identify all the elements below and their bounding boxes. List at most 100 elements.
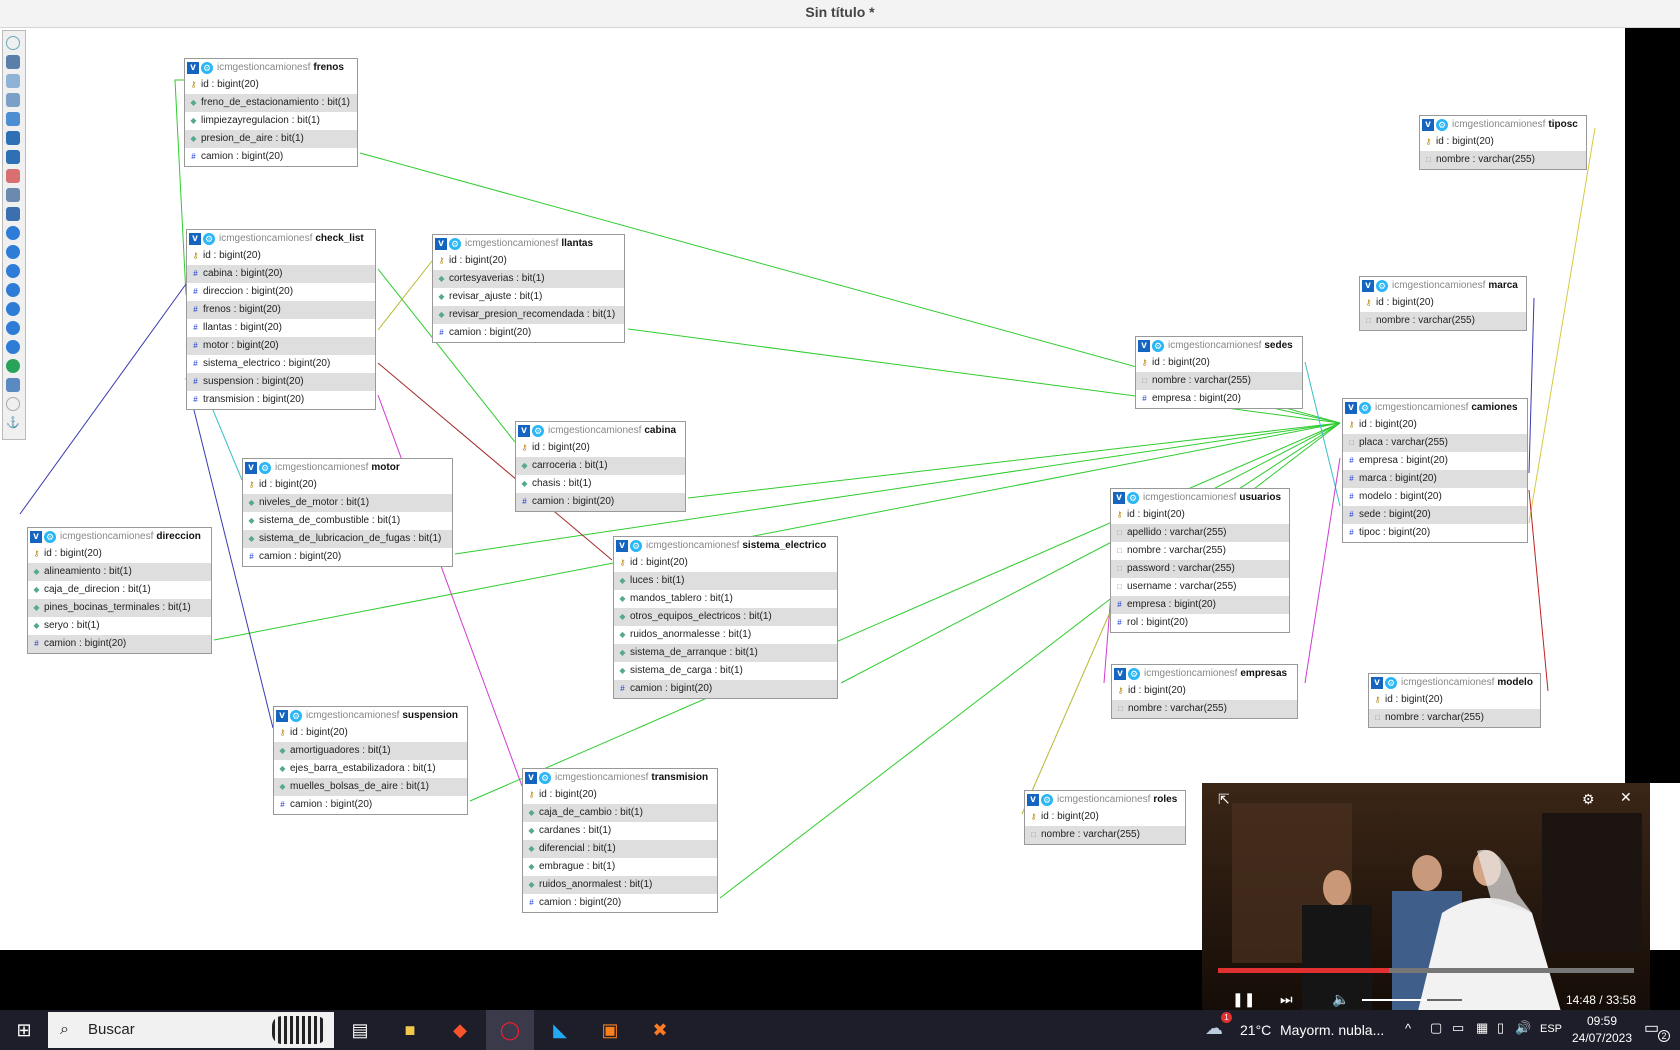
column-row[interactable]: #empresa : bigint(20) bbox=[1111, 596, 1289, 614]
refresh-icon[interactable] bbox=[6, 283, 20, 297]
options-icon[interactable]: ⚙ bbox=[1376, 279, 1388, 292]
checkbox-icon[interactable]: v bbox=[525, 771, 537, 784]
column-row[interactable]: #empresa : bigint(20) bbox=[1136, 390, 1302, 408]
table-icon[interactable] bbox=[6, 93, 20, 107]
tray-display-icon[interactable]: ▭ bbox=[1452, 1020, 1465, 1035]
checkbox-icon[interactable]: v bbox=[276, 709, 288, 722]
intellij-icon[interactable]: ▣ bbox=[601, 1020, 619, 1040]
column-row[interactable]: ⚷id : bigint(20) bbox=[1111, 506, 1289, 524]
column-row[interactable]: #modelo : bigint(20) bbox=[1343, 488, 1527, 506]
checkbox-icon[interactable]: v bbox=[1362, 279, 1374, 292]
battery-icon[interactable]: ▯ bbox=[1497, 1020, 1505, 1035]
column-row[interactable]: #direccion : bigint(20) bbox=[187, 283, 375, 301]
checkbox-icon[interactable]: v bbox=[1113, 491, 1125, 504]
arrow-icon[interactable] bbox=[6, 321, 20, 335]
grid-icon[interactable] bbox=[6, 74, 20, 88]
list-icon[interactable] bbox=[6, 188, 20, 202]
column-row[interactable]: ◆mandos_tablero : bit(1) bbox=[614, 590, 837, 608]
column-row[interactable]: □nombre : varchar(255) bbox=[1369, 709, 1540, 727]
weather-icon[interactable]: ☁ bbox=[1205, 1018, 1223, 1038]
options-icon[interactable]: ⚙ bbox=[539, 771, 551, 784]
column-row[interactable]: #camion : bigint(20) bbox=[185, 148, 357, 166]
checkbox-icon[interactable]: v bbox=[245, 461, 257, 474]
clock-time[interactable]: 09:59 bbox=[1586, 1014, 1618, 1028]
opera-icon[interactable]: ◯ bbox=[486, 1010, 534, 1050]
column-row[interactable]: ⚷id : bigint(20) bbox=[433, 252, 624, 270]
column-row[interactable]: ◆seryo : bit(1) bbox=[28, 617, 211, 635]
options-icon[interactable]: ⚙ bbox=[1359, 401, 1371, 414]
column-row[interactable]: ⚷id : bigint(20) bbox=[1136, 354, 1302, 372]
column-row[interactable]: □apellido : varchar(255) bbox=[1111, 524, 1289, 542]
network-icon[interactable]: ▦ bbox=[1476, 1020, 1489, 1035]
globe-icon[interactable] bbox=[6, 340, 20, 354]
column-row[interactable]: ⚷id : bigint(20) bbox=[1343, 416, 1527, 434]
column-row[interactable]: □nombre : varchar(255) bbox=[1420, 151, 1586, 169]
column-row[interactable]: ⚷id : bigint(20) bbox=[274, 724, 467, 742]
music-icon[interactable] bbox=[6, 207, 20, 221]
column-row[interactable]: ◆ruidos_anormalesse : bit(1) bbox=[614, 626, 837, 644]
video-progress-track[interactable] bbox=[1218, 968, 1634, 973]
options-icon[interactable]: ⚙ bbox=[532, 424, 544, 437]
column-row[interactable]: ⚷id : bigint(20) bbox=[1025, 808, 1185, 826]
disabled-icon[interactable] bbox=[6, 397, 20, 411]
options-icon[interactable]: ⚙ bbox=[259, 461, 271, 474]
options-icon[interactable]: ⚙ bbox=[1041, 793, 1053, 806]
language-indicator[interactable]: ESP bbox=[1540, 1023, 1563, 1035]
column-row[interactable]: ◆sistema_de_arranque : bit(1) bbox=[614, 644, 837, 662]
video-player[interactable]: ⇱ ⚙ ✕ ❚❚ ⏭ 🔈 14:48 / 33:58 bbox=[1202, 783, 1650, 1015]
notification-icon[interactable]: ▭ bbox=[1644, 1020, 1660, 1037]
options-icon[interactable]: ⚙ bbox=[1152, 339, 1164, 352]
options-icon[interactable]: ⚙ bbox=[290, 709, 302, 722]
column-row[interactable]: ◆sistema_de_carga : bit(1) bbox=[614, 662, 837, 680]
volume-slider[interactable] bbox=[1362, 999, 1462, 1001]
column-row[interactable]: #camion : bigint(20) bbox=[516, 493, 685, 511]
column-row[interactable]: #camion : bigint(20) bbox=[614, 680, 837, 698]
column-row[interactable]: #camion : bigint(20) bbox=[243, 548, 452, 566]
column-row[interactable]: #frenos : bigint(20) bbox=[187, 301, 375, 319]
column-row[interactable]: ⚷id : bigint(20) bbox=[516, 439, 685, 457]
checkbox-icon[interactable]: v bbox=[518, 424, 530, 437]
column-row[interactable]: #sede : bigint(20) bbox=[1343, 506, 1527, 524]
checkbox-icon[interactable]: v bbox=[1114, 667, 1126, 680]
column-row[interactable]: ◆cardanes : bit(1) bbox=[523, 822, 717, 840]
options-icon[interactable]: ⚙ bbox=[630, 539, 642, 552]
checkbox-icon[interactable]: v bbox=[616, 539, 628, 552]
column-row[interactable]: ◆alineamiento : bit(1) bbox=[28, 563, 211, 581]
volume-icon[interactable]: 🔈 bbox=[1332, 991, 1350, 1007]
column-row[interactable]: ◆sistema_de_combustible : bit(1) bbox=[243, 512, 452, 530]
taskbar-search[interactable]: ⌕ Buscar bbox=[48, 1012, 334, 1048]
column-row[interactable]: ◆diferencial : bit(1) bbox=[523, 840, 717, 858]
speaker-icon[interactable]: 🔊 bbox=[1515, 1020, 1532, 1035]
link-icon[interactable] bbox=[6, 359, 20, 373]
column-row[interactable]: ◆revisar_ajuste : bit(1) bbox=[433, 288, 624, 306]
column-row[interactable]: □nombre : varchar(255) bbox=[1111, 542, 1289, 560]
chevron-up-icon[interactable]: ^ bbox=[1405, 1021, 1412, 1036]
column-row[interactable]: #transmision : bigint(20) bbox=[187, 391, 375, 409]
options-icon[interactable]: ⚙ bbox=[1436, 118, 1448, 131]
info-icon[interactable] bbox=[6, 302, 20, 316]
column-row[interactable]: #camion : bigint(20) bbox=[523, 894, 717, 912]
column-row[interactable]: ⚷id : bigint(20) bbox=[523, 786, 717, 804]
column-row[interactable]: #llantas : bigint(20) bbox=[187, 319, 375, 337]
clock-date[interactable]: 24/07/2023 bbox=[1571, 1031, 1633, 1045]
tray-app-icon[interactable]: ▢ bbox=[1430, 1020, 1443, 1035]
popout-icon[interactable]: ⇱ bbox=[1218, 791, 1230, 807]
